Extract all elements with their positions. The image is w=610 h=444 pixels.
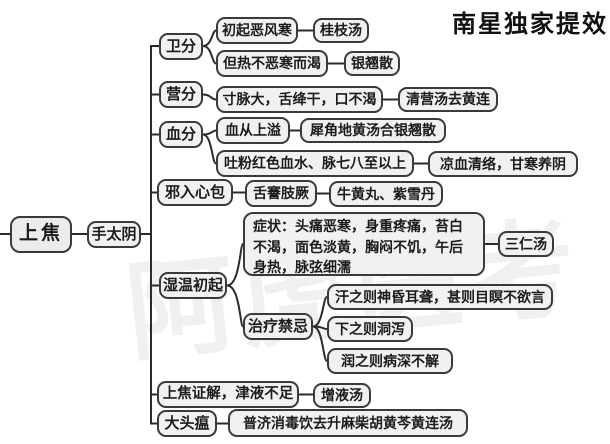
node-zengyetang: 增液汤 [313,383,371,408]
node-yinqiaosan: 银翘散 [344,51,400,76]
node-xijiao-dihuangtang: 犀角地黄汤合银翘散 [300,118,446,143]
connector-yingfen-cunmai [202,93,217,101]
node-xiazhi-warning: 下之则洞泻 [327,316,413,342]
node-chuqi-efenghan: 初起恶风寒 [216,17,298,44]
connector-shiwen-jinji [226,284,244,328]
node-shoutaiyin: 手太阴 [87,221,141,248]
node-yingfen: 营分 [159,81,203,108]
node-guizhitang: 桂枝汤 [313,18,369,43]
node-qingyingtang: 清营汤去黄连 [398,87,498,112]
node-xuecong-shangyi: 血从上溢 [216,117,290,144]
node-cunmai-symptoms: 寸脉大，舌绛干，口不渴 [216,86,383,113]
node-danre-buwuhan: 但热不恶寒而渴 [216,50,328,77]
node-shangjiao: 上焦 [10,216,72,253]
node-shiwen-chuqi: 湿温初起 [159,272,227,299]
node-weifen: 卫分 [159,33,203,60]
node-sanrentang: 三仁汤 [498,231,554,257]
connector-jinji-runzhi [312,325,328,362]
node-xieru-xinbao: 邪入心包 [157,179,233,206]
node-xuefen: 血分 [159,121,203,148]
connector-jinji-hanzhi [312,296,328,328]
node-tufenhong-xueshui: 吐粉红色血水、脉七八至以上 [216,150,414,177]
node-jinye-buzu: 上焦证解，津液不足 [157,381,299,408]
node-shejian-zhijue: 舌謇肢厥 [245,180,317,207]
connector-weifen-danre [202,45,217,65]
connector-xuefen-tufen [202,133,217,165]
node-liangxue-qingluo: 凉血清络，甘寒养阴 [428,151,578,177]
node-shiwen-symptoms: 症状：头痛恶寒，身重疼痛，苔白不渴，面色淡黄，胸闷不饥，午后身热，脉弦细濡 [243,212,485,276]
node-zhiliao-jinji: 治疗禁忌 [243,313,313,340]
node-niuhuangwan: 牛黄丸、紫雪丹 [329,181,443,207]
node-datouwen: 大头瘟 [157,410,217,437]
node-runzhi-warning: 润之则病深不解 [327,348,453,374]
node-hanzhi-warning: 汗之则神昏耳聋，甚则目瞑不欲言 [327,284,553,310]
node-pujixiaoduyin: 普济消毒饮去升麻柴胡黄芩黄连汤 [228,409,468,437]
brand-watermark-title: 南星独家提效 [452,9,608,38]
connector-shiwen-zhengzhuang [226,243,244,287]
connector-weifen-chuqi [202,29,217,47]
